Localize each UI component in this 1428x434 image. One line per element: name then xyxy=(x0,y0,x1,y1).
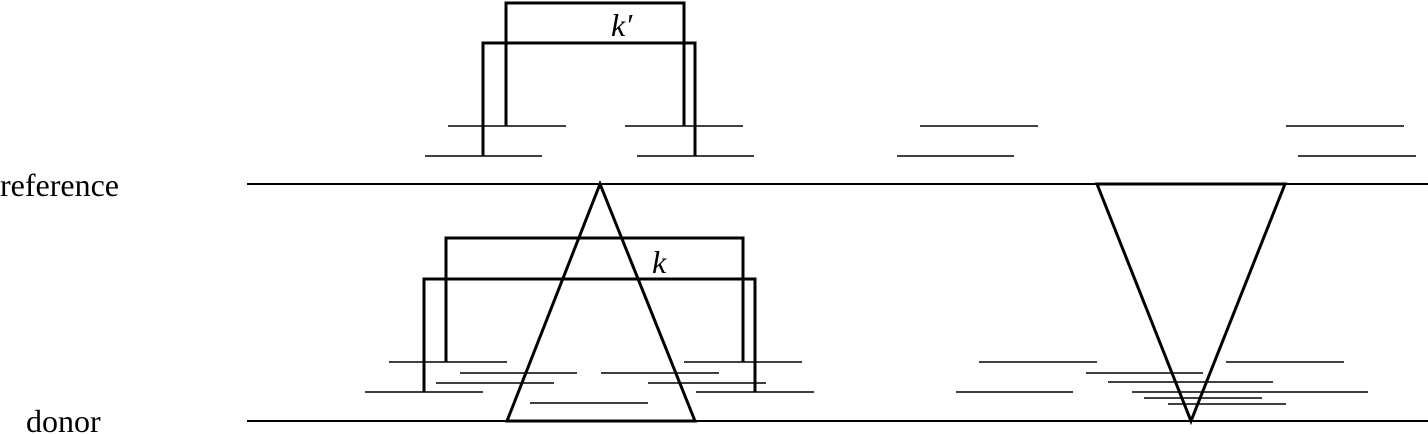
donor-pair-inner-bracket xyxy=(444,236,745,362)
ref-pair-outer-bracket xyxy=(481,41,697,156)
aligned-reads xyxy=(365,125,1416,405)
reference-label: reference xyxy=(0,167,119,203)
donor-pair-outer-bracket xyxy=(422,277,757,392)
variant-triangles xyxy=(504,179,1288,426)
deletion-triangle xyxy=(1094,182,1288,426)
donor-label: donor xyxy=(26,403,101,434)
read-pair-brackets xyxy=(422,1,757,392)
k-prime-label: k′ xyxy=(611,7,633,43)
k-label: k xyxy=(652,244,667,280)
insertion-triangle xyxy=(504,179,698,423)
ref-pair-inner-bracket xyxy=(504,1,686,126)
